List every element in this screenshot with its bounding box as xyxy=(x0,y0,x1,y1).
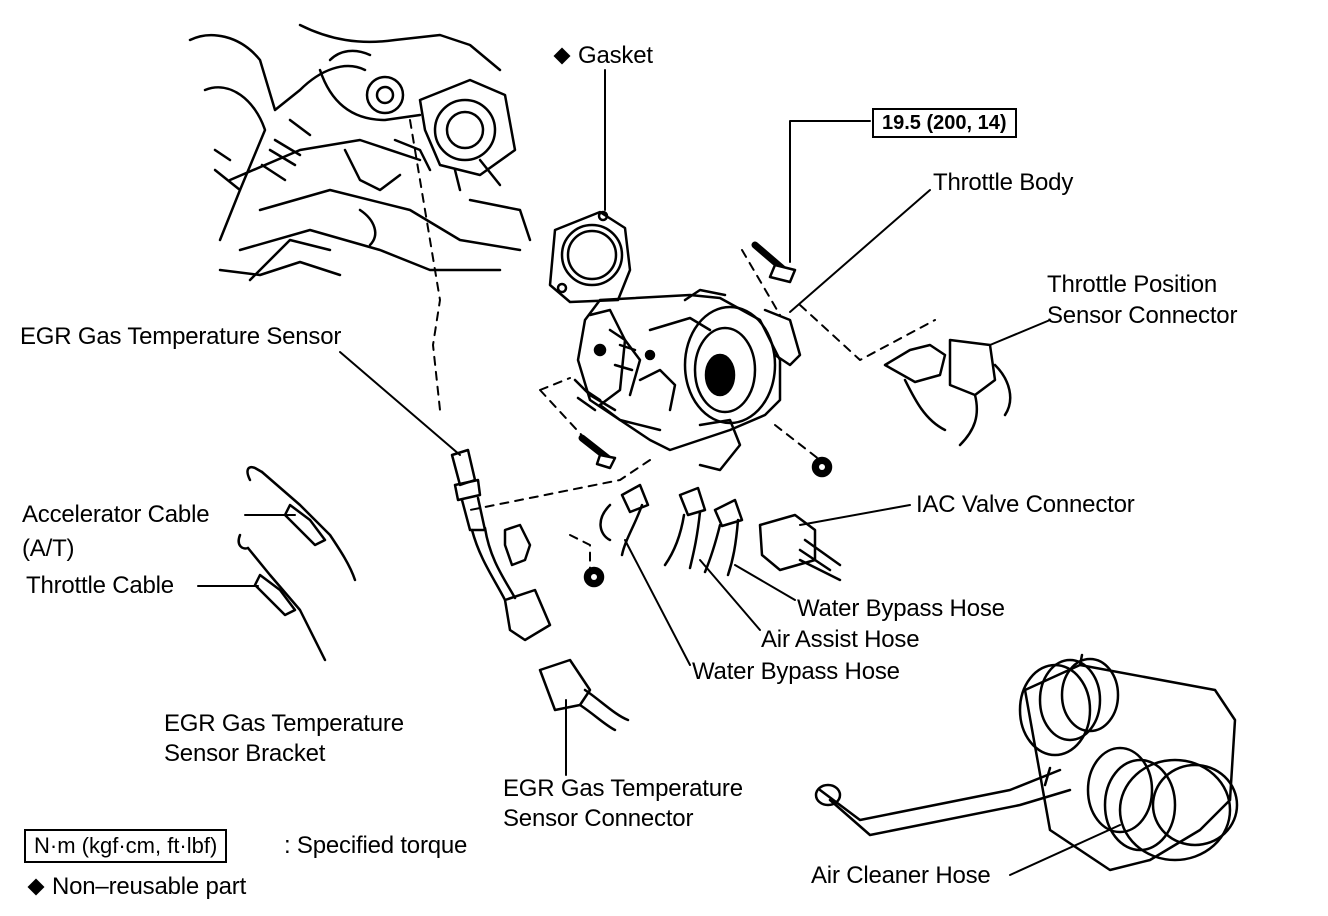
accelerator-cable-label-line1: Accelerator Cable xyxy=(22,501,210,528)
torque-unit-legend-box: N·m (kgf·cm, ft·lbf) xyxy=(24,829,228,863)
throttle-body-bolt-drawing xyxy=(751,241,797,284)
water-bypass-hose-upper-label: Water Bypass Hose xyxy=(797,595,1005,622)
throttle-cable-label: Throttle Cable xyxy=(26,572,174,599)
egr-sensor-label: EGR Gas Temperature Sensor xyxy=(20,323,342,350)
accelerator-cable-drawing xyxy=(246,465,357,582)
gasket-label-text: Gasket xyxy=(578,42,653,69)
nonreusable-legend-text: Non–reusable part xyxy=(52,873,247,900)
torque-spec-box: 19.5 (200, 14) xyxy=(872,108,1017,138)
iac-connector-drawing xyxy=(758,513,842,582)
tps-connector-label-line1: Throttle Position xyxy=(1047,271,1218,298)
water-bypass-hose-lower-label: Water Bypass Hose xyxy=(692,658,900,685)
iac-connector-label: IAC Valve Connector xyxy=(916,491,1135,518)
non-reusable-diamond-icon xyxy=(553,47,571,65)
non-reusable-diamond-icon xyxy=(27,878,45,896)
throttle-cable-drawing xyxy=(237,533,327,662)
tps-connector-drawing xyxy=(883,338,1012,447)
egr-sensor-guide-line xyxy=(409,119,441,411)
air-cleaner-hose-drawing xyxy=(814,653,1239,872)
egr-sensor-drawing xyxy=(450,448,517,602)
egr-connector-drawing xyxy=(503,588,630,732)
egr-bracket-label-line1: EGR Gas Temperature xyxy=(164,710,404,737)
throttle-body-label: Throttle Body xyxy=(933,169,1074,196)
egr-bracket-drawing xyxy=(503,523,532,567)
intake-manifold-drawing xyxy=(188,23,532,282)
egr-connector-label-line1: EGR Gas Temperature xyxy=(503,775,743,802)
accelerator-cable-label-line2: (A/T) xyxy=(22,535,75,562)
egr-connector-label-line2: Sensor Connector xyxy=(503,805,694,832)
tps-connector-label-line2: Sensor Connector xyxy=(1047,302,1238,329)
nonreusable-legend: Non–reusable part xyxy=(26,872,246,902)
air-assist-hose-label: Air Assist Hose xyxy=(761,626,920,653)
hose-clamps-drawing xyxy=(599,483,744,577)
air-cleaner-hose-label: Air Cleaner Hose xyxy=(811,862,991,889)
egr-bracket-label-line2: Sensor Bracket xyxy=(164,740,326,767)
gasket-drawing xyxy=(548,210,632,304)
throttle-body-drawing xyxy=(573,288,802,472)
torque-legend-desc: : Specified torque xyxy=(284,832,468,859)
gasket-label: Gasket xyxy=(552,41,653,71)
